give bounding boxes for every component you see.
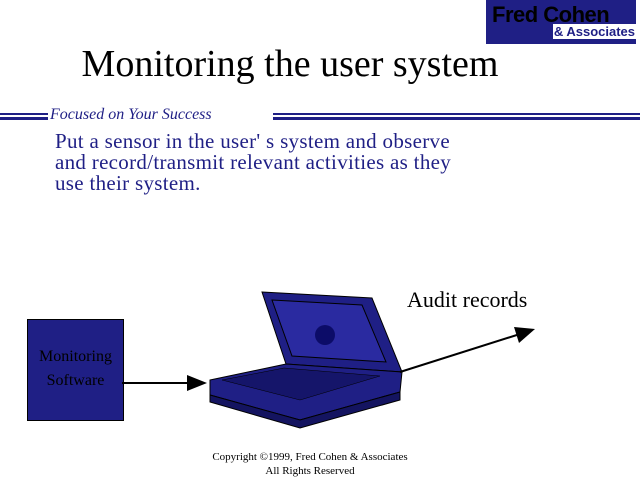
body-line: Put a sensor in the user' s system and o…	[55, 129, 450, 153]
arrow-to-laptop	[122, 375, 207, 391]
monitoring-software-box: Monitoring Software	[27, 319, 124, 421]
box-label-line2: Software	[46, 372, 105, 389]
logo-subtitle: & Associates	[552, 24, 636, 39]
box-label-line1: Monitoring	[39, 348, 112, 365]
body-line: use their system.	[55, 171, 201, 195]
rights-text: All Rights Reserved	[265, 465, 355, 477]
body-line: and record/transmit relevant activities …	[55, 150, 452, 174]
slide-body: Put a sensor in the user' s system and o…	[55, 131, 615, 194]
audit-records-label: Audit records	[407, 287, 528, 312]
divider-right	[273, 113, 640, 120]
copyright-text: Copyright ©1999, Fred Cohen & Associates	[212, 451, 408, 463]
footer: Copyright ©1999, Fred Cohen & Associates…	[190, 450, 430, 478]
logo: Fred Cohen & Associates	[486, 0, 636, 44]
tagline: Focused on Your Success	[50, 106, 212, 123]
slide-title: Monitoring the user system	[81, 43, 499, 85]
laptop-icon	[209, 291, 403, 429]
arrow-to-audit-records	[399, 327, 535, 373]
divider-left	[0, 113, 48, 120]
logo-name: Fred Cohen	[492, 2, 610, 27]
